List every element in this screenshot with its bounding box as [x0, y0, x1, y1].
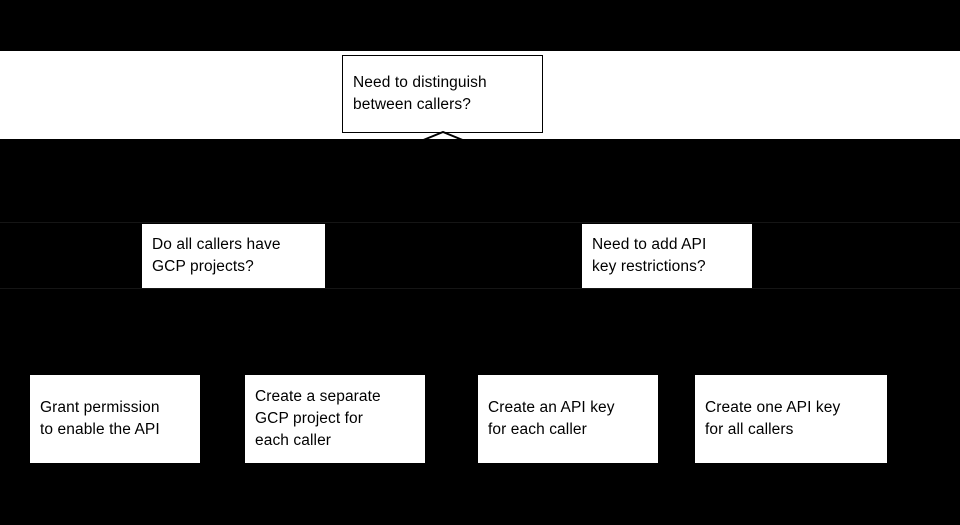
- faint-rule-lower: [0, 288, 960, 289]
- node-outcome-grant-permission[interactable]: Grant permission to enable the API: [30, 375, 200, 463]
- root-down-chevron-icon: [414, 131, 472, 143]
- node-outcome-separate-project[interactable]: Create a separate GCP project for each c…: [245, 375, 425, 463]
- node-root-decision[interactable]: Need to distinguish between callers?: [342, 55, 543, 133]
- node-outcome-separate-project-label: Create a separate GCP project for each c…: [255, 388, 381, 449]
- node-decision-gcp-projects[interactable]: Do all callers have GCP projects?: [142, 224, 325, 288]
- node-decision-api-key-restrictions-label: Need to add API key restrictions?: [592, 236, 707, 275]
- node-root-decision-label: Need to distinguish between callers?: [353, 74, 487, 113]
- faint-rule-upper: [0, 222, 960, 223]
- node-outcome-grant-permission-label: Grant permission to enable the API: [40, 399, 160, 438]
- node-outcome-key-each-caller[interactable]: Create an API key for each caller: [478, 375, 658, 463]
- node-outcome-one-key-all[interactable]: Create one API key for all callers: [695, 375, 887, 463]
- node-outcome-key-each-caller-label: Create an API key for each caller: [488, 399, 615, 438]
- node-decision-gcp-projects-label: Do all callers have GCP projects?: [152, 236, 281, 275]
- node-outcome-one-key-all-label: Create one API key for all callers: [705, 399, 841, 438]
- node-decision-api-key-restrictions[interactable]: Need to add API key restrictions?: [582, 224, 752, 288]
